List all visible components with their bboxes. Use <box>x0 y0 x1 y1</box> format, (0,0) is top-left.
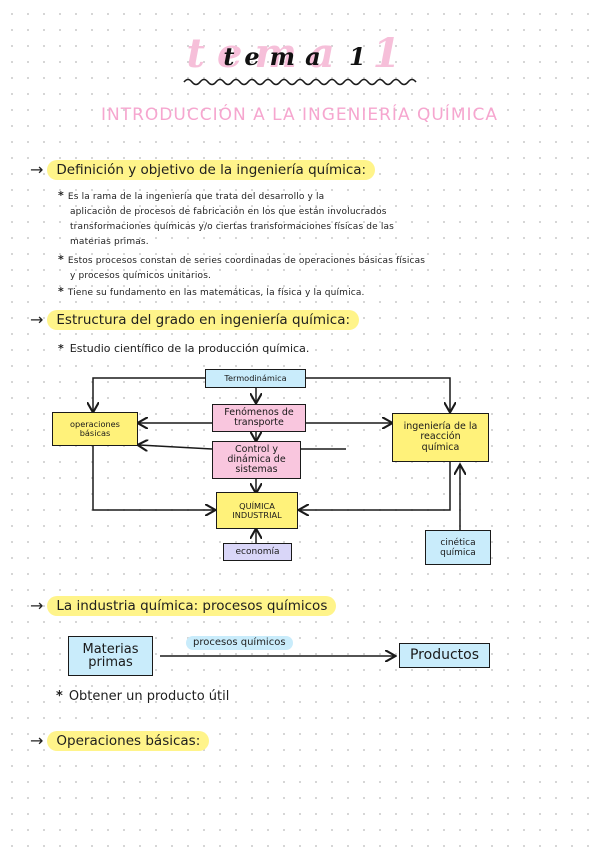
arrow-right-icon: → <box>30 160 44 179</box>
section-heading-definicion: → Definición y objetivo de la ingeniería… <box>30 160 376 180</box>
arrow-right-icon: → <box>30 731 44 750</box>
bullet-text: aplicación de procesos de fabricación en… <box>70 207 387 217</box>
section-heading-text: Operaciones básicas: <box>47 731 210 751</box>
box-economia: economía <box>223 543 292 561</box>
box-ingenieria-reaccion: ingeniería de la reacción química <box>392 413 489 462</box>
bullet-definicion-3: *Tiene su fundamento en las matemáticas,… <box>58 284 365 301</box>
squiggle-divider-icon <box>183 78 417 86</box>
box-control-dinamica: Control y dinámica de sistemas <box>212 441 301 479</box>
box-quimica-industrial: QUÍMICA INDUSTRIAL <box>216 492 298 529</box>
section-heading-industria: → La industria química: procesos químico… <box>30 596 337 616</box>
section-heading-operaciones: → Operaciones básicas: <box>30 731 210 751</box>
note-obtener-producto: * Obtener un producto útil <box>56 688 229 706</box>
bullet-text: y procesos químicos unitarios. <box>70 271 212 281</box>
section-heading-text: Estructura del grado en ingeniería quími… <box>47 310 360 330</box>
asterisk-icon: * <box>58 253 64 266</box>
note-text: Estudio científico de la producción quím… <box>69 342 310 355</box>
page-title: tema 1 <box>223 42 376 71</box>
section-heading-text: La industria química: procesos químicos <box>47 596 337 616</box>
box-cinetica-quimica: cinética química <box>425 530 491 565</box>
section-heading-text: Definición y objetivo de la ingeniería q… <box>47 160 376 180</box>
bullet-text: Estos procesos constan de series coordin… <box>67 256 426 266</box>
note-text: Obtener un producto útil <box>68 689 230 704</box>
section-heading-estructura: → Estructura del grado en ingeniería quí… <box>30 310 360 330</box>
bullet-text: Tiene su fundamento en las matemáticas, … <box>67 288 365 298</box>
box-operaciones-basicas: operaciones básicas <box>52 412 138 446</box>
label-procesos-quimicos: procesos químicos <box>186 636 293 650</box>
arrow-right-icon: → <box>30 596 44 615</box>
asterisk-icon: * <box>56 689 63 704</box>
bullet-definicion-2: *Estos procesos constan de series coordi… <box>58 252 425 284</box>
bullet-text: transformaciones químicas y/o ciertas tr… <box>70 222 395 232</box>
box-fenomenos-transporte: Fenómenos de transporte <box>212 404 306 432</box>
asterisk-icon: * <box>58 285 64 298</box>
box-materias-primas: Materias primas <box>68 636 153 676</box>
asterisk-icon: * <box>58 342 64 355</box>
page-title-shadow: tema 1 <box>186 30 413 77</box>
bullet-definicion-1: *Es la rama de la ingeniería que trata d… <box>58 188 394 250</box>
bullet-text: Es la rama de la ingeniería que trata de… <box>67 192 325 202</box>
box-productos: Productos <box>399 643 490 668</box>
box-termodinamica: Termodinámica <box>205 369 306 388</box>
note-estudio: * Estudio científico de la producción quí… <box>58 341 309 357</box>
arrow-right-icon: → <box>30 310 44 329</box>
bullet-text: materias primas. <box>70 237 149 247</box>
asterisk-icon: * <box>58 189 64 202</box>
page-subtitle: INTRODUCCIÓN A LA INGENIERÍA QUÍMICA <box>100 105 499 125</box>
